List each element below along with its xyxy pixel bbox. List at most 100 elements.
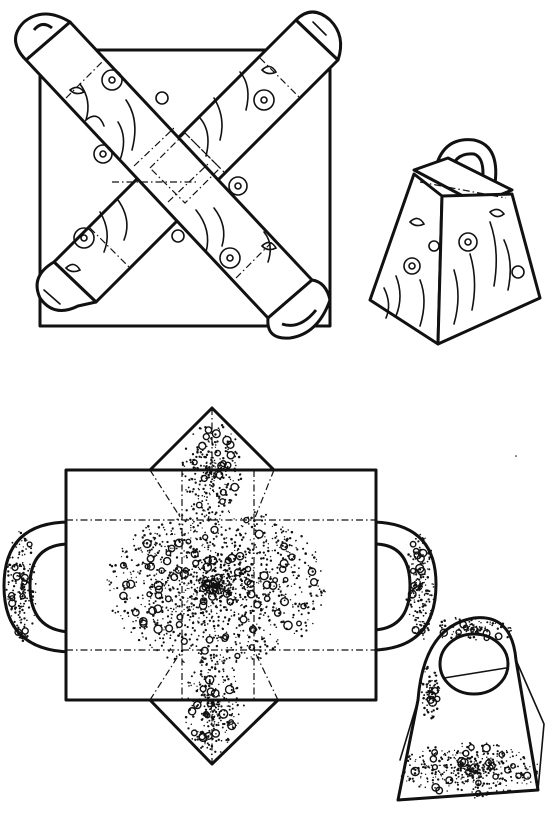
stipple-dot xyxy=(474,759,477,761)
bubble-mark xyxy=(469,763,480,773)
stipple-dot xyxy=(275,626,278,629)
stipple-dot xyxy=(239,596,242,599)
stipple-dot xyxy=(175,607,177,609)
stipple-dot xyxy=(267,549,270,553)
stipple-dot xyxy=(204,592,207,596)
stipple-dot xyxy=(438,764,440,767)
stipple-dot xyxy=(247,634,249,636)
stipple-dot xyxy=(306,542,309,545)
stipple-dot xyxy=(421,682,425,686)
stipple-dot xyxy=(452,772,455,774)
stipple-dot xyxy=(243,595,247,599)
stipple-dot xyxy=(511,755,514,758)
stipple-dot xyxy=(422,604,425,607)
stipple-dot xyxy=(234,470,236,473)
stipple-dot xyxy=(208,492,211,495)
stipple-dot xyxy=(236,704,239,707)
stipple-dot xyxy=(230,615,233,617)
stipple-dot xyxy=(307,619,309,621)
bubble-mark xyxy=(175,620,183,629)
stipple-dot xyxy=(16,575,18,577)
bubble-mark xyxy=(224,461,232,470)
stipple-dot xyxy=(172,630,175,634)
stipple-dot xyxy=(489,621,491,623)
stipple-dot xyxy=(193,671,196,674)
stipple-dot xyxy=(262,541,265,544)
stipple-dot xyxy=(470,622,473,626)
stipple-dot xyxy=(188,551,191,554)
stipple-dot xyxy=(221,627,224,630)
stipple-dot xyxy=(176,588,179,591)
stipple-dot xyxy=(124,552,126,554)
floral-box-assembled xyxy=(368,138,542,346)
stipple-dot xyxy=(429,549,433,552)
bubble-mark xyxy=(282,576,289,583)
stipple-dot xyxy=(222,656,225,659)
stipple-dot xyxy=(31,595,35,598)
bubble-mark xyxy=(470,626,479,635)
stipple-dot xyxy=(193,530,196,533)
stipple-dot xyxy=(183,591,185,594)
stipple-dot xyxy=(140,603,142,606)
bubble-mark xyxy=(227,721,237,731)
stipple-dot xyxy=(184,698,187,701)
stipple-dot xyxy=(298,567,300,570)
stipple-dot xyxy=(459,767,463,770)
stipple-dot xyxy=(17,604,21,608)
stipple-dot xyxy=(231,542,234,545)
stipple-dot xyxy=(259,657,262,660)
stipple-dot xyxy=(23,588,26,591)
stipple-dot xyxy=(192,593,195,595)
stipple-dot xyxy=(457,768,460,771)
stipple-dot xyxy=(495,790,498,792)
stipple-dot xyxy=(486,752,490,755)
stipple-dot xyxy=(320,594,323,597)
stipple-dot xyxy=(172,608,175,611)
stipple-dot xyxy=(262,515,265,518)
stipple-dot xyxy=(314,551,317,553)
stipple-dot xyxy=(524,765,526,767)
bubble-mark xyxy=(228,719,235,726)
stipple-dot xyxy=(518,751,520,754)
stipple-dot xyxy=(418,620,420,623)
stipple-dot xyxy=(198,488,200,491)
stipple-dot xyxy=(15,606,18,609)
stipple-dot xyxy=(421,754,424,757)
stipple-dot xyxy=(166,540,169,544)
stipple-dot xyxy=(446,759,449,762)
bubble-mark xyxy=(191,459,198,466)
stipple-dot xyxy=(432,586,435,588)
stipple-dot xyxy=(472,635,476,639)
stipple-dot xyxy=(176,605,179,608)
stipple-dot xyxy=(214,446,217,448)
stipple-dot xyxy=(190,602,193,605)
stipple-dot xyxy=(495,768,498,771)
stipple-dot xyxy=(212,490,215,493)
stipple-dot xyxy=(471,774,474,777)
stipple-dot xyxy=(198,617,200,619)
stipple-dot xyxy=(148,600,151,602)
stipple-dot xyxy=(278,563,280,566)
stipple-dot xyxy=(215,604,217,607)
stipple-dot xyxy=(304,552,307,555)
stipple-dot xyxy=(188,647,191,649)
stipple-dot xyxy=(231,712,234,715)
stipple-dot xyxy=(212,475,216,479)
stipple-dot xyxy=(290,585,293,587)
stipple-dot xyxy=(298,558,301,561)
stipple-dot xyxy=(210,610,213,613)
stipple-dot xyxy=(135,564,138,567)
stipple-dot xyxy=(210,458,212,461)
stipple-dot xyxy=(191,468,195,471)
stipple-dot xyxy=(430,717,433,720)
bubble-mark xyxy=(417,566,426,576)
stipple-dot xyxy=(156,551,160,554)
bubble-mark xyxy=(288,553,296,561)
bubble-mark xyxy=(215,471,224,479)
stipple-dot xyxy=(212,713,214,716)
stipple-dot xyxy=(407,553,410,556)
stipple-dot xyxy=(195,689,199,693)
stipple-dot xyxy=(213,558,216,561)
stipple-dot xyxy=(443,752,446,755)
stipple-dot xyxy=(23,585,26,589)
